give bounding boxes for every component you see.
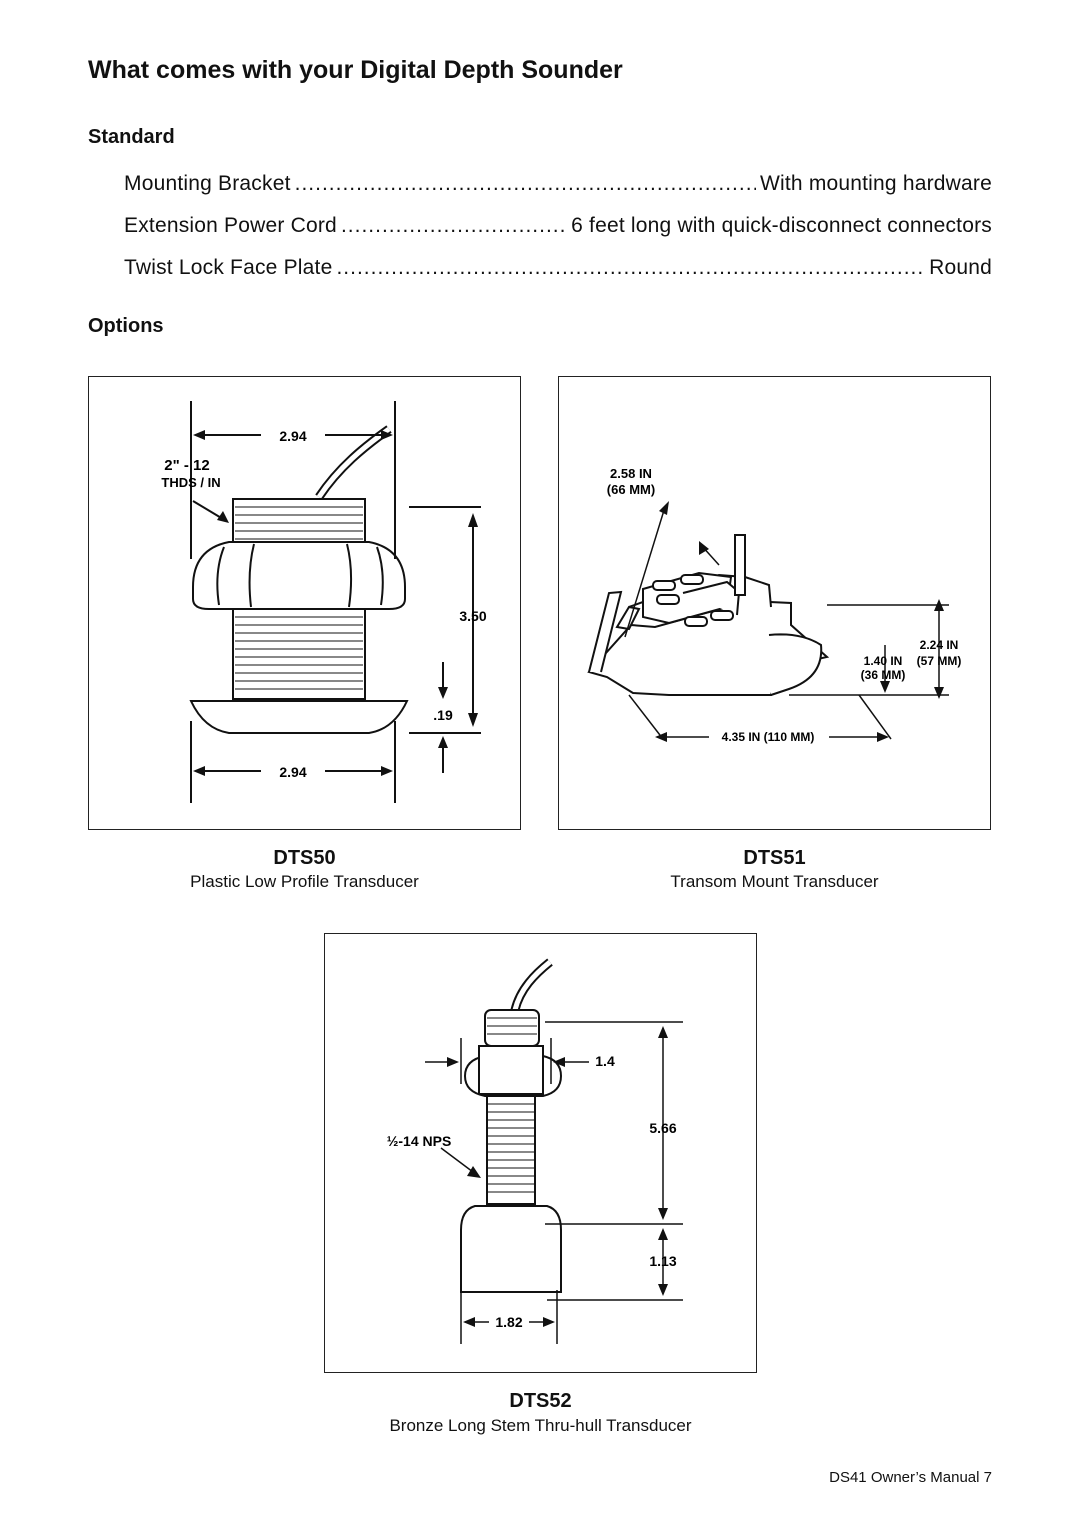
dts52-model: DTS52 <box>509 1390 572 1412</box>
standard-item: Mounting Bracket With mounting hardware <box>124 172 992 196</box>
dts51-figure: 2.58 IN (66 MM) 2.24 IN (57 MM) 1.40 IN … <box>558 376 991 830</box>
dts50-height: 3.50 <box>459 608 486 624</box>
dts52-base-width: 1.82 <box>495 1314 522 1330</box>
dts51-description: Transom Mount Transducer <box>670 872 879 891</box>
dts51-h1-mm: (57 MM) <box>917 654 962 668</box>
item-label: Mounting Bracket <box>124 172 291 195</box>
dts51-h2-mm: (36 MM) <box>861 668 906 682</box>
dts51-h2-in: 1.40 IN <box>864 654 903 668</box>
item-value: 6 feet long with quick-disconnect connec… <box>571 214 992 237</box>
dot-leader <box>295 172 756 196</box>
dts52-nut: 1.4 <box>595 1053 615 1069</box>
dts51-length: 4.35 IN (110 MM) <box>722 730 815 744</box>
dts51-drawing: 2.58 IN (66 MM) 2.24 IN (57 MM) 1.40 IN … <box>587 466 962 744</box>
dot-leader <box>341 214 567 238</box>
dts50-drawing: 2.94 2" - 12 THDS / IN 3.50 .19 2.94 <box>161 401 487 803</box>
dts51-h1-in: 2.24 IN <box>920 638 959 652</box>
dts50-flange: .19 <box>433 707 453 723</box>
standard-item: Extension Power Cord 6 feet long with qu… <box>124 214 992 238</box>
page-number: 7 <box>983 1469 992 1486</box>
dts52-figure: 1.4 ½-14 NPS 5.66 1.13 1.82 <box>324 933 757 1373</box>
dts50-bottom-width: 2.94 <box>279 764 306 780</box>
dts50-thread: 2" - 12 <box>164 457 209 474</box>
dts52-base-height: 1.13 <box>649 1253 676 1269</box>
dot-leader <box>336 256 925 280</box>
standard-heading: Standard <box>88 126 175 148</box>
page-footer: DS41 Owner’s Manual 7 <box>829 1469 992 1486</box>
item-value: Round <box>929 256 992 279</box>
dts50-description: Plastic Low Profile Transducer <box>190 872 419 891</box>
dts50-thread-unit: THDS / IN <box>161 475 220 490</box>
dts52-thread: ½-14 NPS <box>387 1133 452 1149</box>
standard-item: Twist Lock Face Plate Round <box>124 256 992 280</box>
dts50-model: DTS50 <box>273 847 336 869</box>
dts51-model: DTS51 <box>743 847 806 869</box>
dts50-top-width: 2.94 <box>279 428 306 444</box>
manual-name: DS41 Owner’s Manual <box>829 1469 980 1486</box>
dts52-height: 5.66 <box>649 1120 676 1136</box>
dts51-top-in: 2.58 IN <box>610 466 652 481</box>
dts51-top-mm: (66 MM) <box>607 482 655 497</box>
page-title: What comes with your Digital Depth Sound… <box>88 56 623 84</box>
dts52-drawing: 1.4 ½-14 NPS 5.66 1.13 1.82 <box>387 958 683 1344</box>
dts52-description: Bronze Long Stem Thru-hull Transducer <box>389 1416 692 1435</box>
dts50-figure: 2.94 2" - 12 THDS / IN 3.50 .19 2.94 <box>88 376 521 830</box>
item-label: Extension Power Cord <box>124 214 337 237</box>
item-label: Twist Lock Face Plate <box>124 256 333 279</box>
item-value: With mounting hardware <box>759 172 992 195</box>
options-heading: Options <box>88 315 164 337</box>
